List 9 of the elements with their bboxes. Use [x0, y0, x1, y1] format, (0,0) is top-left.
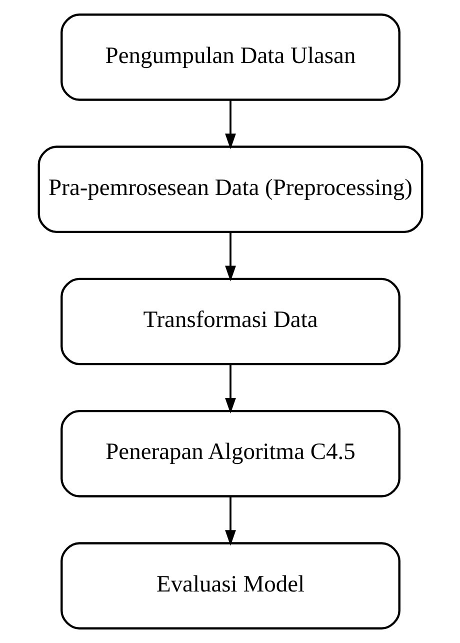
node-box: Penerapan Algoritma C4.5 — [60, 410, 400, 498]
node-box: Pra-pemrosesean Data (Preprocessing) — [37, 146, 423, 234]
arrow — [224, 364, 236, 414]
node-box: Pengumpulan Data Ulasan — [60, 14, 400, 101]
arrow — [224, 496, 236, 546]
arrow — [224, 232, 236, 282]
arrow — [224, 100, 236, 150]
node-box: Transformasi Data — [60, 278, 400, 366]
node-box: Evaluasi Model — [60, 542, 400, 630]
